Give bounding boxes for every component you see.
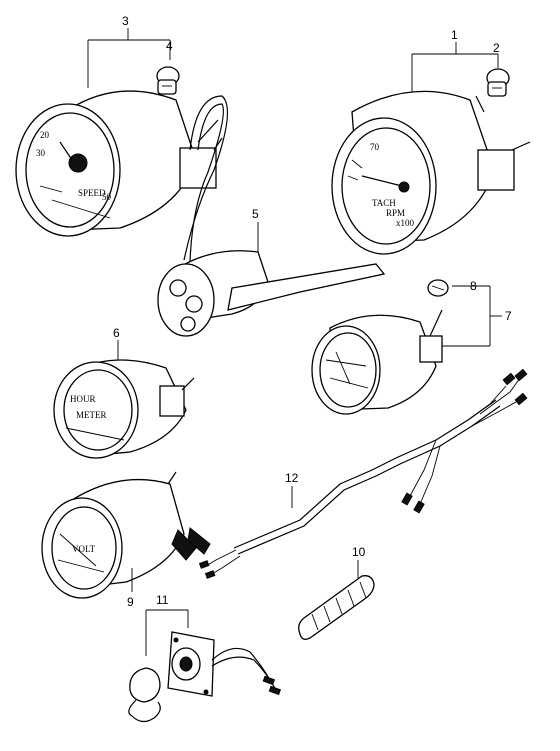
speedo-cable	[183, 95, 228, 261]
tach-x100: x100	[396, 218, 415, 228]
callout-6: 6	[113, 326, 120, 340]
callout-3: 3	[122, 14, 129, 28]
callout-group-7-8: 8 7	[436, 279, 512, 347]
callout-7: 7	[505, 309, 512, 323]
hour-meter-6: 6 HOUR METER	[53, 326, 195, 459]
speedo-num-30: 30	[36, 148, 46, 158]
callout-11: 11	[156, 593, 169, 607]
callout-4: 4	[166, 39, 173, 53]
tach-rpm: RPM	[386, 208, 405, 218]
speedo-pickup-5: 5	[157, 207, 386, 337]
bulb-4	[156, 66, 180, 95]
callout-5: 5	[252, 207, 259, 221]
bulb-8	[427, 279, 449, 297]
volt-label: VOLT	[72, 544, 96, 554]
tachometer-gauge: 70 TACH RPM x100	[331, 90, 531, 255]
spiral-wrap-10: 10	[298, 545, 375, 640]
callout-12: 12	[285, 471, 299, 485]
callout-8: 8	[470, 279, 477, 293]
hour-label: HOUR	[70, 394, 96, 404]
bulb-2	[486, 68, 510, 97]
wire-harness-12: 12	[198, 368, 528, 579]
callout-10: 10	[352, 545, 366, 559]
voltmeter-9: VOLT 9	[41, 471, 211, 609]
speedometer-gauge: 20 30 SPEED 50	[15, 90, 223, 237]
callout-9: 9	[127, 595, 134, 609]
tach-label: TACH	[372, 198, 396, 208]
key-switch-11: 11	[128, 593, 282, 723]
callout-1: 1	[451, 28, 458, 42]
speedo-label: SPEED	[78, 188, 106, 198]
callout-2: 2	[493, 41, 500, 55]
speedo-num-20: 20	[40, 130, 50, 140]
callout-group-3-4: 3 4	[87, 14, 173, 88]
tach-num: 70	[370, 142, 380, 152]
trim-gauge-7	[311, 309, 443, 415]
speedo-num-50: 50	[102, 192, 112, 202]
hour-meter-label: METER	[76, 410, 107, 420]
